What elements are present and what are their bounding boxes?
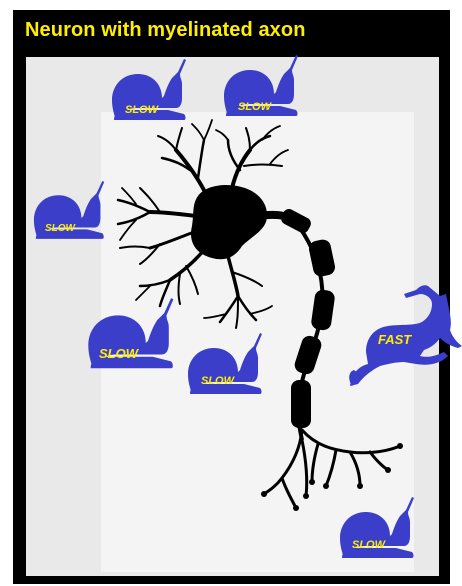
- snail-slow-2-label: SLOW: [238, 101, 273, 113]
- snail-slow-5-label: SLOW: [201, 375, 236, 387]
- snail-slow-4-label: SLOW: [99, 346, 140, 361]
- snail-slow-6-label: SLOW: [352, 539, 387, 551]
- snail-slow-1-label: SLOW: [125, 104, 160, 116]
- neuron: [118, 120, 403, 511]
- rabbit-fast-label: FAST: [378, 332, 412, 347]
- snail-slow-3-label: SLOW: [45, 223, 77, 234]
